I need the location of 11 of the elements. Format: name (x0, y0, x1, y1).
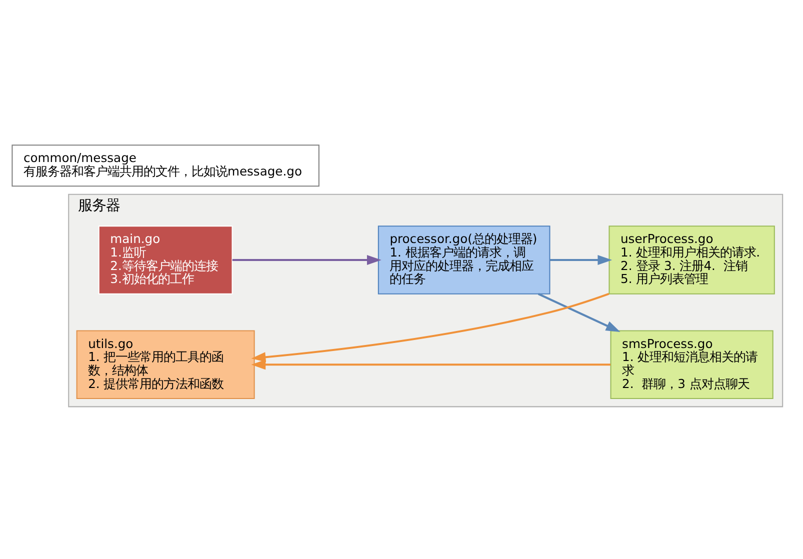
node-box: common/message 有服务器和客户端共用的文件，比如说message.go (12, 144, 320, 186)
node-box: utils.go 1. 把一些常用的工具的函数，结构体 2. 提供常用的方法和函数 (76, 330, 255, 398)
arrow (251, 359, 610, 370)
node-box: userProcess.go 1. 处理和用户相关的请求. 2. 登录 3. 注册4. 注销 5. 用户列表管理 (608, 225, 775, 294)
node-box: smsProcess.go 1. 处理和短消息相关的请求 2. 群聊，3 点对点聊天 (610, 330, 774, 398)
node-box: processor.go(总的处理器) 1. 根据客户端的请求，调用对应的处理器，完成相应的任务 (378, 225, 550, 294)
node-box: main.go 1.监听 2.等待客户端的连接 3.初始化的工作 (98, 225, 233, 294)
arrow (538, 292, 620, 332)
arrow (251, 292, 610, 362)
arrow (550, 254, 612, 265)
arrow (232, 254, 382, 265)
